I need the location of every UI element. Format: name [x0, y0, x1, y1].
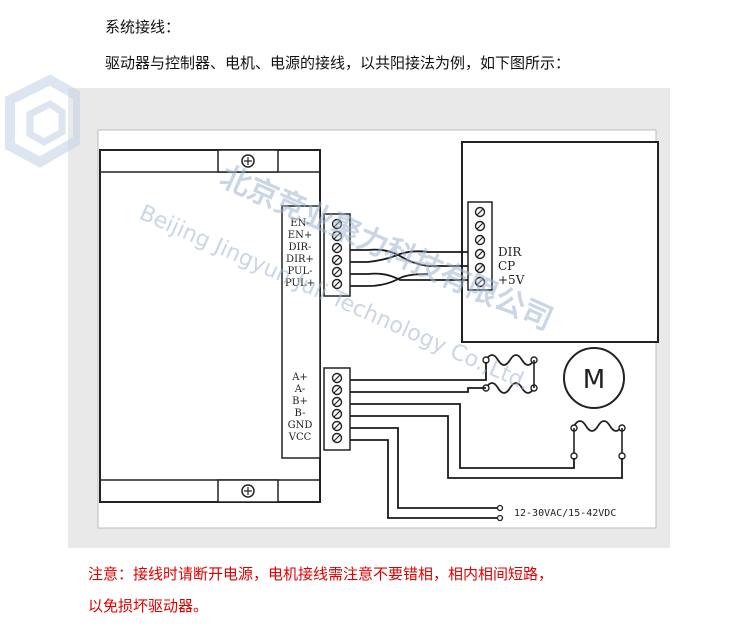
- wire-vcc: [350, 439, 498, 519]
- controller-label-cp: CP: [498, 259, 515, 273]
- driver-unit: [99, 149, 321, 503]
- watermark-logo-icon: [5, 74, 80, 168]
- section-title: 系统接线：: [105, 18, 181, 36]
- power-terminal-block: [323, 367, 351, 451]
- controller-label-dir: DIR: [498, 245, 522, 259]
- wiring-diagram: EN- EN+ DIR- DIR+ PUL- PUL+ A+ A- B+ B- …: [68, 88, 670, 548]
- wire-pul-minus: [350, 272, 468, 281]
- power-wires: [350, 362, 623, 522]
- motor-label: M: [583, 365, 605, 395]
- power-supply-label: 12-30VAC/15-42VDC: [514, 508, 616, 519]
- intro-text: 驱动器与控制器、电机、电源的接线，以共阳接法为例，如下图所示：: [105, 54, 571, 72]
- warning-note-line1: 注意：接线时请断开电源，电机接线需注意不要错相，相内相间短路，: [88, 565, 554, 583]
- wire-a-plus: [350, 362, 487, 381]
- winding-a-coil: [485, 354, 535, 366]
- winding-a2-coil: [485, 382, 535, 394]
- winding-b-coil: [573, 420, 623, 432]
- wire-a-minus: [350, 387, 486, 393]
- terminal-label-b-minus: B-: [295, 408, 306, 419]
- terminal-label-dir-plus: DIR+: [286, 254, 314, 265]
- terminal-label-en-minus: EN-: [290, 218, 309, 229]
- signal-terminal-block: [323, 213, 351, 297]
- terminal-label-vcc: VCC: [288, 432, 312, 443]
- terminal-label-a-minus: A-: [294, 384, 306, 395]
- wire-dir-plus: [350, 250, 468, 263]
- terminal-label-en-plus: EN+: [288, 230, 312, 241]
- wire-b-plus: [350, 403, 575, 469]
- terminal-label-b-plus: B+: [292, 396, 308, 407]
- wire-dir-minus: [350, 248, 468, 267]
- driver-label-panel: [281, 205, 321, 459]
- signal-wires: [350, 248, 468, 287]
- wire-b-minus: [350, 415, 623, 479]
- warning-note-line2: 以免损坏驱动器。: [88, 597, 209, 615]
- controller-label-5v: +5V: [498, 273, 525, 287]
- wire-gnd: [350, 427, 498, 509]
- wiring-diagram-svg: EN- EN+ DIR- DIR+ PUL- PUL+ A+ A- B+ B- …: [97, 129, 659, 529]
- motor-body: [563, 347, 625, 409]
- terminal-label-pul-plus: PUL+: [285, 278, 315, 289]
- wire-pul-plus: [350, 273, 429, 287]
- terminal-label-pul-minus: PUL-: [288, 266, 313, 277]
- terminal-label-dir-minus: DIR-: [289, 242, 312, 253]
- controller-body: [461, 141, 659, 343]
- motor: M: [482, 347, 626, 460]
- terminal-label-gnd: GND: [288, 420, 313, 431]
- terminal-label-a-plus: A+: [291, 372, 308, 383]
- controller-unit: DIR CP +5V: [461, 141, 659, 343]
